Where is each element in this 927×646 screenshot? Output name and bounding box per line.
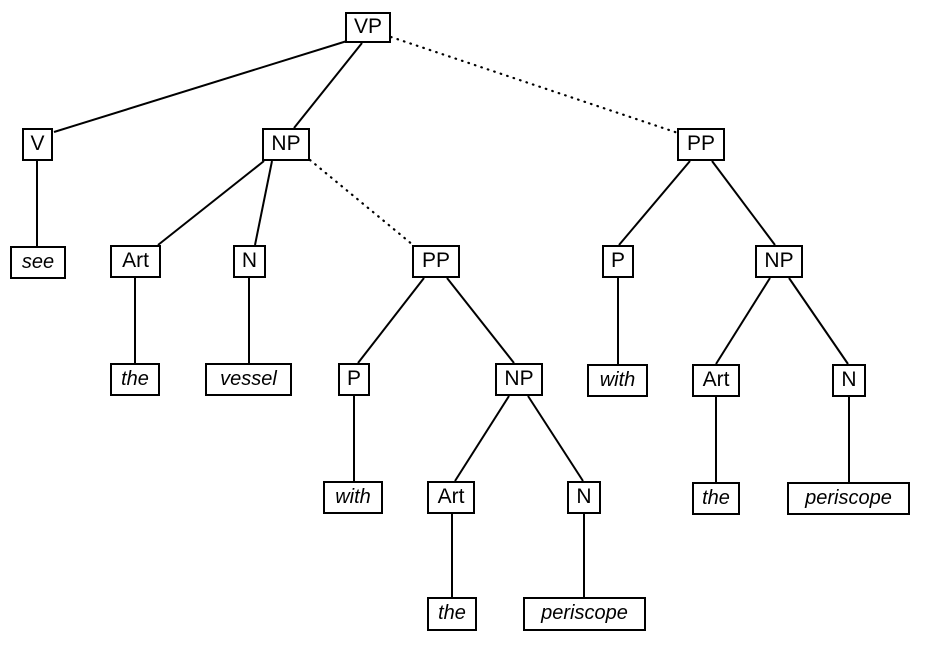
tree-edge-ppmid-p bbox=[357, 277, 425, 364]
tree-leaf-the_m: the bbox=[427, 597, 477, 631]
tree-node-n_m: N bbox=[567, 481, 601, 514]
tree-node-pp_right: PP bbox=[677, 128, 725, 161]
tree-leaf-vessel: vessel bbox=[205, 363, 292, 396]
tree-edge-vp-pp-ambiguous bbox=[389, 35, 680, 135]
tree-edge-npright-art bbox=[715, 277, 771, 365]
node-label: the bbox=[121, 367, 149, 390]
tree-node-p_mid: P bbox=[338, 363, 370, 396]
node-label: Art bbox=[702, 368, 730, 391]
tree-edge-np-pp-ambiguous bbox=[308, 158, 415, 247]
tree-leaf-the_r: the bbox=[692, 482, 740, 515]
node-label: periscope bbox=[541, 602, 628, 624]
node-label: P bbox=[610, 249, 625, 272]
tree-edge-vp-v bbox=[53, 40, 348, 133]
tree-node-art_m: Art bbox=[427, 481, 475, 514]
node-label: V bbox=[30, 132, 45, 155]
node-label: NP bbox=[504, 367, 534, 390]
tree-leaf-with_m: with bbox=[323, 481, 383, 514]
tree-edge-ppright-np bbox=[711, 160, 776, 246]
tree-node-n_r: N bbox=[832, 364, 866, 397]
tree-edge-np-n bbox=[254, 160, 273, 246]
node-label: VP bbox=[353, 15, 382, 38]
node-label: NP bbox=[764, 249, 794, 272]
tree-node-art1: Art bbox=[110, 245, 161, 278]
node-label: the bbox=[438, 602, 466, 624]
node-label: with bbox=[599, 368, 636, 391]
tree-node-v: V bbox=[22, 128, 53, 161]
tree-node-p_right: P bbox=[602, 245, 634, 278]
node-label: vessel bbox=[220, 367, 277, 390]
tree-node-n1: N bbox=[233, 245, 266, 278]
tree-leaf-with_r: with bbox=[587, 364, 648, 397]
tree-edge-vp-np bbox=[293, 42, 363, 129]
tree-edge-np-art bbox=[157, 160, 265, 246]
node-label: periscope bbox=[805, 486, 892, 509]
tree-leaf-see: see bbox=[10, 246, 66, 279]
node-label: N bbox=[841, 368, 857, 391]
node-label: with bbox=[335, 485, 371, 508]
node-label: N bbox=[576, 485, 592, 508]
node-label: Art bbox=[437, 485, 465, 508]
node-label: NP bbox=[271, 132, 301, 155]
tree-node-art_r: Art bbox=[692, 364, 740, 397]
node-label: Art bbox=[122, 249, 149, 272]
tree-leaf-persc_m: periscope bbox=[523, 597, 646, 631]
node-label: see bbox=[21, 250, 55, 273]
node-label: P bbox=[346, 367, 361, 390]
tree-node-vp: VP bbox=[345, 12, 391, 43]
node-label: N bbox=[241, 249, 258, 272]
tree-leaf-persc_r: periscope bbox=[787, 482, 910, 515]
tree-edge-npmid-art bbox=[454, 395, 510, 482]
tree-edge-npmid-n bbox=[527, 395, 584, 482]
tree-edge-ppmid-np bbox=[446, 277, 515, 364]
tree-node-pp_mid: PP bbox=[412, 245, 460, 278]
node-label: PP bbox=[686, 132, 715, 155]
tree-node-np1: NP bbox=[262, 128, 310, 161]
tree-node-np_mid: NP bbox=[495, 363, 543, 396]
tree-edge-npright-n bbox=[788, 277, 849, 365]
tree-edge-ppright-p bbox=[618, 160, 691, 246]
node-label: PP bbox=[421, 249, 450, 272]
tree-leaf-the1: the bbox=[110, 363, 160, 396]
node-label: the bbox=[702, 486, 730, 509]
tree-node-np_right: NP bbox=[755, 245, 803, 278]
